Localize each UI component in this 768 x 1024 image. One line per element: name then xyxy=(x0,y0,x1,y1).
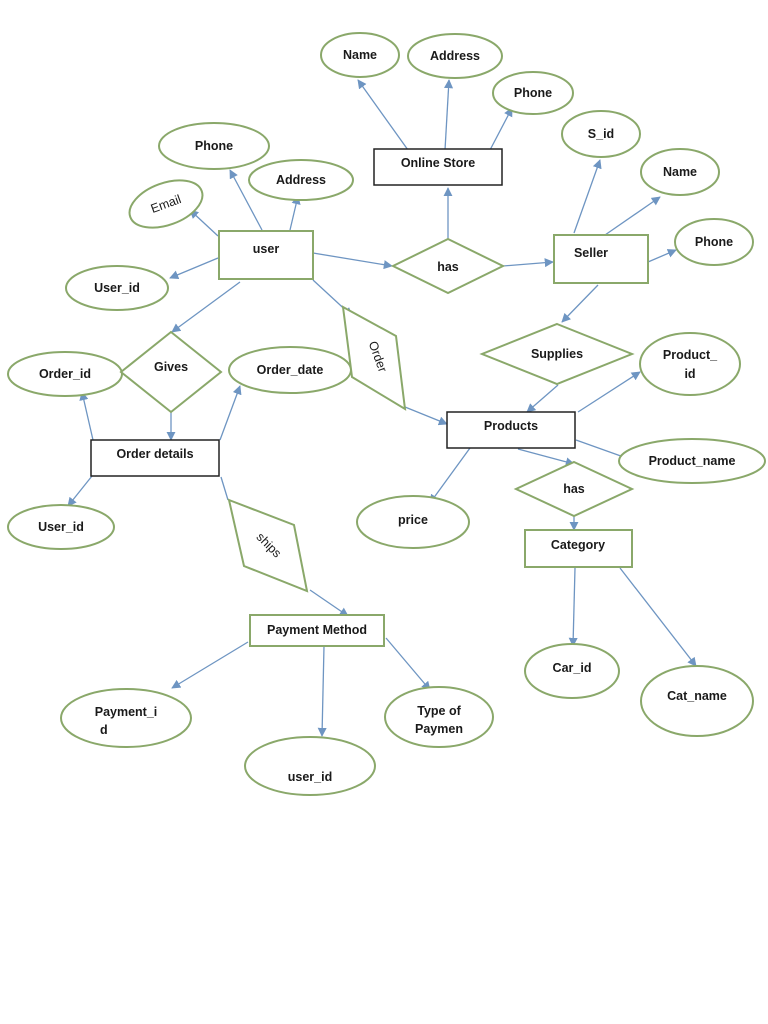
attribute-user-address: Address xyxy=(248,159,354,201)
svg-text:S_id: S_id xyxy=(588,127,614,141)
svg-text:has: has xyxy=(437,260,459,274)
attribute-store-name: Name xyxy=(320,32,400,78)
attribute-user-userid: User_id xyxy=(65,265,169,311)
svg-text:Seller: Seller xyxy=(574,246,608,260)
svg-text:Phone: Phone xyxy=(695,235,733,249)
svg-text:User_id: User_id xyxy=(94,281,140,295)
attribute-user-email: Email xyxy=(128,179,204,229)
edge-products-productid xyxy=(577,371,641,413)
edge-seller-name xyxy=(604,196,661,236)
attribute-seller-phone: Phone xyxy=(674,218,754,266)
relationship-order: Order xyxy=(341,305,407,411)
svg-text:Payment Method: Payment Method xyxy=(267,623,367,637)
edge-payment-paymentid xyxy=(171,641,249,689)
attribute-price: price xyxy=(356,495,470,549)
edge-seller-supplies xyxy=(561,284,599,323)
edge-seller-phone xyxy=(647,249,677,263)
relationship-ships: ships xyxy=(227,498,309,593)
svg-text:User_id: User_id xyxy=(38,520,84,534)
attribute-product-id: Product_ id xyxy=(639,332,741,396)
svg-text:Product_name: Product_name xyxy=(649,454,736,468)
svg-text:d: d xyxy=(100,723,108,737)
relationship-supplies: Supplies xyxy=(479,322,635,386)
relationship-product-has: has xyxy=(513,460,635,518)
entity-payment-method: Payment Method xyxy=(249,614,385,647)
entity-category: Category xyxy=(524,529,633,568)
attribute-store-address: Address xyxy=(407,33,503,79)
svg-text:Address: Address xyxy=(430,49,480,63)
svg-text:Order_date: Order_date xyxy=(257,363,324,377)
attribute-seller-name: Name xyxy=(640,148,720,196)
svg-text:Supplies: Supplies xyxy=(531,347,583,361)
edge-order-products xyxy=(404,406,448,426)
attribute-order-id: Order_id xyxy=(7,351,123,397)
svg-text:id: id xyxy=(684,367,695,381)
edge-user-gives xyxy=(171,281,241,333)
attribute-od-userid: User_id xyxy=(7,504,115,550)
edge-category-carid xyxy=(568,567,578,647)
svg-text:Online Store: Online Store xyxy=(401,156,475,170)
edge-user-userid xyxy=(169,257,219,280)
edge-od-userid xyxy=(67,475,93,507)
edge-user-address xyxy=(289,195,301,231)
edge-store-name xyxy=(357,79,409,151)
edge-products-price xyxy=(429,447,471,504)
edge-store-address xyxy=(443,79,454,151)
edge-payment-type xyxy=(385,637,431,691)
entity-online-store: Online Store xyxy=(373,148,503,186)
entity-user: user xyxy=(218,230,314,280)
svg-text:Paymen: Paymen xyxy=(415,722,463,736)
entity-order-details: Order details xyxy=(90,439,220,477)
attribute-car-id: Car_id xyxy=(524,643,620,699)
svg-text:Type of: Type of xyxy=(417,704,461,718)
edge-products-has xyxy=(517,448,575,467)
svg-text:Category: Category xyxy=(551,538,605,552)
svg-text:Phone: Phone xyxy=(514,86,552,100)
edge-user-has xyxy=(312,252,393,270)
svg-text:Order_id: Order_id xyxy=(39,367,91,381)
svg-text:Phone: Phone xyxy=(195,139,233,153)
edge-has-seller xyxy=(502,258,554,268)
relationship-store-has: has xyxy=(390,237,506,295)
attribute-payment-type: Type of Paymen xyxy=(384,686,494,748)
edge-store-phone xyxy=(489,107,513,151)
edge-user-email xyxy=(189,209,219,237)
edge-seller-sid xyxy=(573,159,602,234)
edge-ships-payment xyxy=(309,589,349,617)
svg-text:Cat_name: Cat_name xyxy=(667,689,727,703)
attribute-seller-sid: S_id xyxy=(561,110,641,158)
edge-user-phone xyxy=(229,169,263,231)
edge-payment-userid xyxy=(317,645,327,737)
attribute-user-phone: Phone xyxy=(158,122,270,170)
attribute-cat-name: Cat_name xyxy=(640,665,754,737)
edge-category-catname xyxy=(619,567,697,667)
edge-od-orderid xyxy=(79,391,94,441)
attribute-pm-userid: user_id xyxy=(244,736,376,796)
svg-text:Products: Products xyxy=(484,419,538,433)
svg-text:Gives: Gives xyxy=(154,360,188,374)
svg-text:user: user xyxy=(253,242,280,256)
svg-text:user_id: user_id xyxy=(288,770,332,784)
svg-text:price: price xyxy=(398,513,428,527)
svg-text:Name: Name xyxy=(663,165,697,179)
entity-seller: Seller xyxy=(553,234,649,284)
svg-text:Payment_i: Payment_i xyxy=(95,705,158,719)
entity-products: Products xyxy=(446,411,576,449)
relationship-gives: Gives xyxy=(119,330,223,414)
attribute-store-phone: Phone xyxy=(492,71,574,115)
attribute-order-date: Order_date xyxy=(228,346,352,394)
svg-text:has: has xyxy=(563,482,585,496)
svg-text:Address: Address xyxy=(276,173,326,187)
svg-text:Name: Name xyxy=(343,48,377,62)
edge-od-orderdate xyxy=(219,385,242,441)
svg-text:Car_id: Car_id xyxy=(553,661,592,675)
edge-supplies-products xyxy=(526,384,559,413)
attribute-payment-id: Payment_i d xyxy=(60,688,192,748)
edge-od-ships xyxy=(220,476,229,501)
connectors xyxy=(67,79,697,737)
attribute-product-name: Product_name xyxy=(618,438,766,484)
svg-text:Product_: Product_ xyxy=(663,348,718,362)
svg-text:Order details: Order details xyxy=(116,447,193,461)
